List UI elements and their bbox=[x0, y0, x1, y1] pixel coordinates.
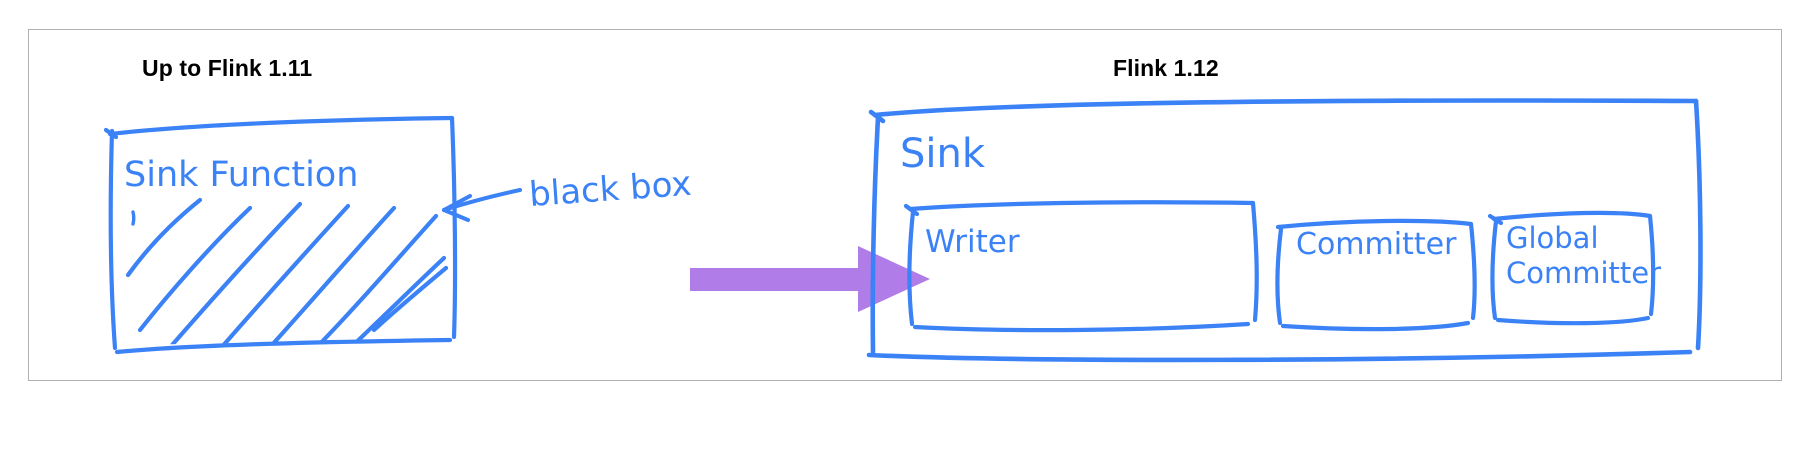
left-panel-title: Up to Flink 1.11 bbox=[142, 55, 313, 81]
right-panel-title: Flink 1.12 bbox=[1113, 55, 1219, 81]
